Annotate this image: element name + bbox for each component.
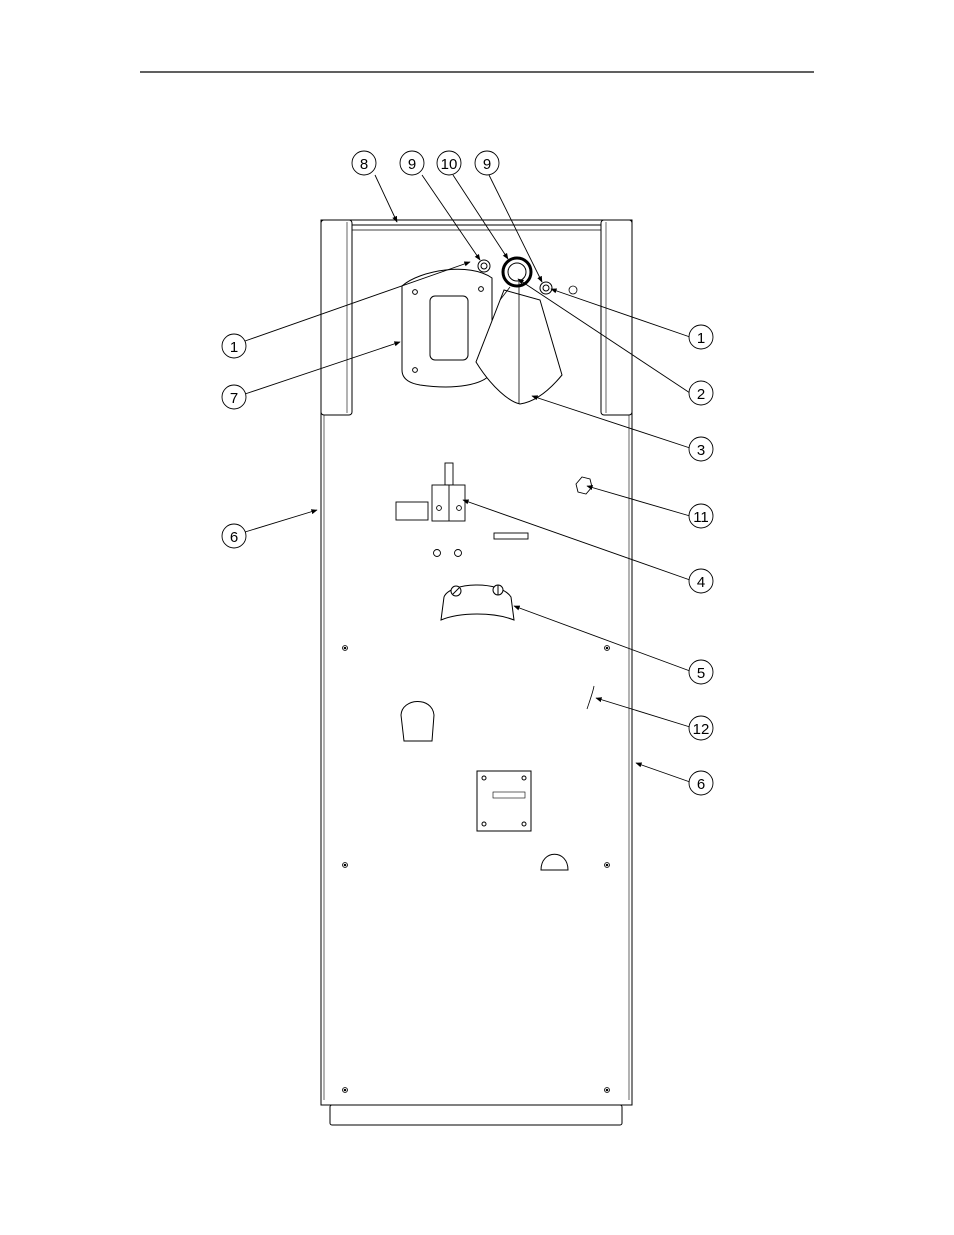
reject-button-knob [503,258,531,286]
callout-label-7: 7 [230,390,238,407]
leader-8 [375,175,397,222]
callout-label-8: 8 [360,156,368,173]
callout-label-6l: 6 [230,529,238,546]
callout-label-1l: 1 [230,339,238,356]
coin-entry-plate [402,269,492,387]
callout-label-11: 11 [693,509,709,526]
callout-label-4: 4 [697,574,705,591]
info-plate [477,771,531,831]
leader-6l [245,510,317,532]
callout-label-12: 12 [693,721,710,738]
corner-post-right [601,220,632,415]
screw-left [478,260,490,272]
corner-post-left [321,220,352,415]
callout-label-10: 10 [441,156,458,173]
leader-6r [636,763,690,782]
callout-label-2: 2 [697,386,705,403]
callout-label-9b: 9 [483,156,491,173]
screw-right [540,282,552,294]
callout-label-1r: 1 [697,330,705,347]
callout-label-5: 5 [697,665,705,682]
mount-hole [569,286,577,294]
lower-knob [401,701,434,741]
callout-label-6r: 6 [697,776,705,793]
callout-label-9a: 9 [408,156,416,173]
callout-label-3: 3 [697,442,705,459]
